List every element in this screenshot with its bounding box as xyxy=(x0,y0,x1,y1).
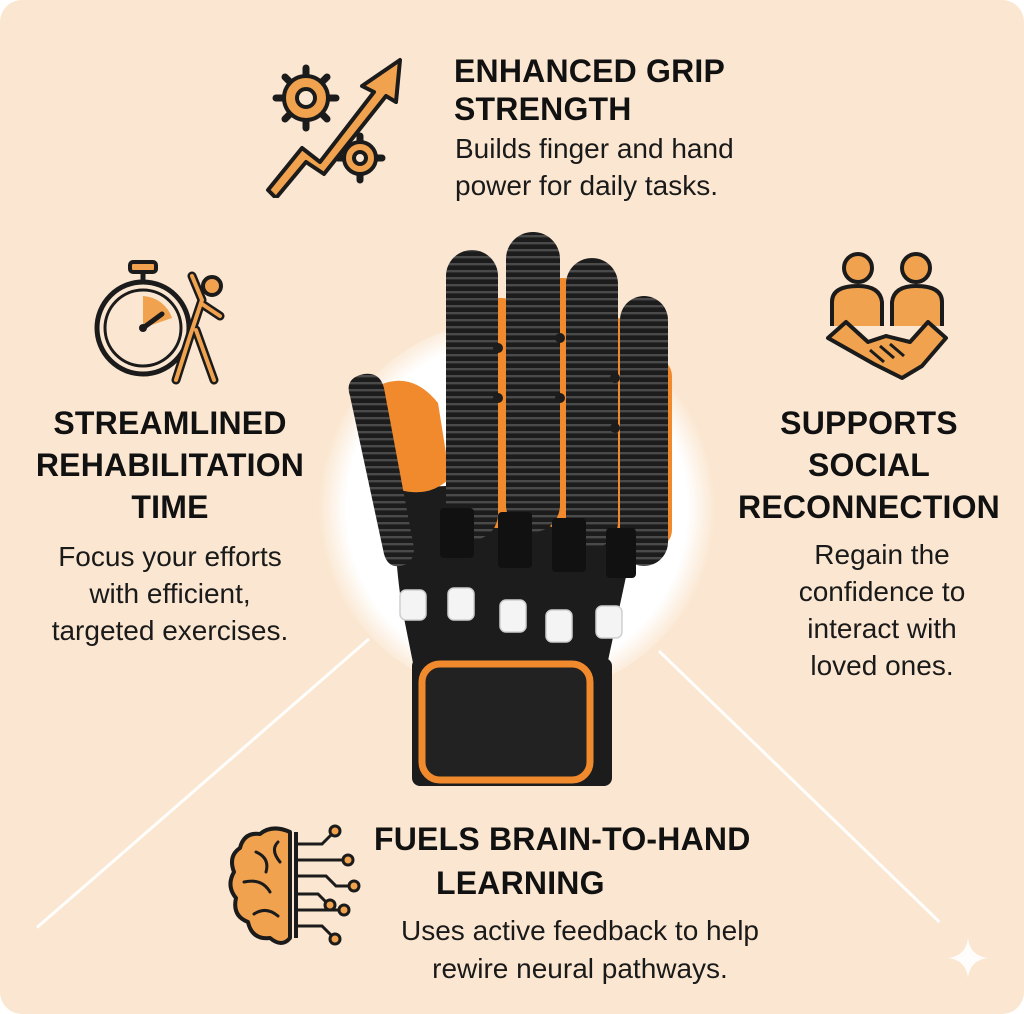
social-desc-line1: Regain the xyxy=(814,539,950,570)
social-desc-line2: confidence to xyxy=(798,576,966,607)
social-desc-line4: loved ones. xyxy=(810,650,954,681)
rehabilitation-glove-image xyxy=(348,232,672,786)
rehab-desc-line3: targeted exercises. xyxy=(51,615,289,646)
social-desc-line3: interact with xyxy=(807,613,957,644)
rehab-title-line3: TIME xyxy=(131,489,209,525)
brain-desc-line1: Uses active feedback to help xyxy=(401,915,759,946)
social-title-line2: SOCIAL xyxy=(807,447,931,483)
people-handshake-icon xyxy=(826,252,948,380)
grip-desc-line1: Builds finger and hand xyxy=(455,133,734,164)
brain-title-line2: LEARNING xyxy=(436,865,605,901)
social-title-line1: SUPPORTS xyxy=(780,405,958,441)
brain-title-line1: FUELS BRAIN-TO-HAND xyxy=(374,821,751,857)
gears-growth-arrow-icon xyxy=(266,58,402,198)
sparkle-icon xyxy=(948,938,988,978)
grip-title-line1: ENHANCED GRIP xyxy=(454,53,726,89)
stopwatch-stretching-person-icon xyxy=(94,260,225,385)
social-title-line3: RECONNECTION xyxy=(738,489,1000,525)
rehab-title-line1: STREAMLINED xyxy=(53,405,287,441)
rehab-title-line2: REHABILITATION xyxy=(35,447,305,483)
grip-desc-line2: power for daily tasks. xyxy=(455,170,718,201)
brain-circuit-icon xyxy=(228,824,361,946)
rehab-desc-line2: with efficient, xyxy=(89,578,251,609)
rehab-desc-line1: Focus your efforts xyxy=(58,541,282,572)
grip-title-line2: STRENGTH xyxy=(454,91,632,127)
brain-desc-line2: rewire neural pathways. xyxy=(432,953,728,984)
